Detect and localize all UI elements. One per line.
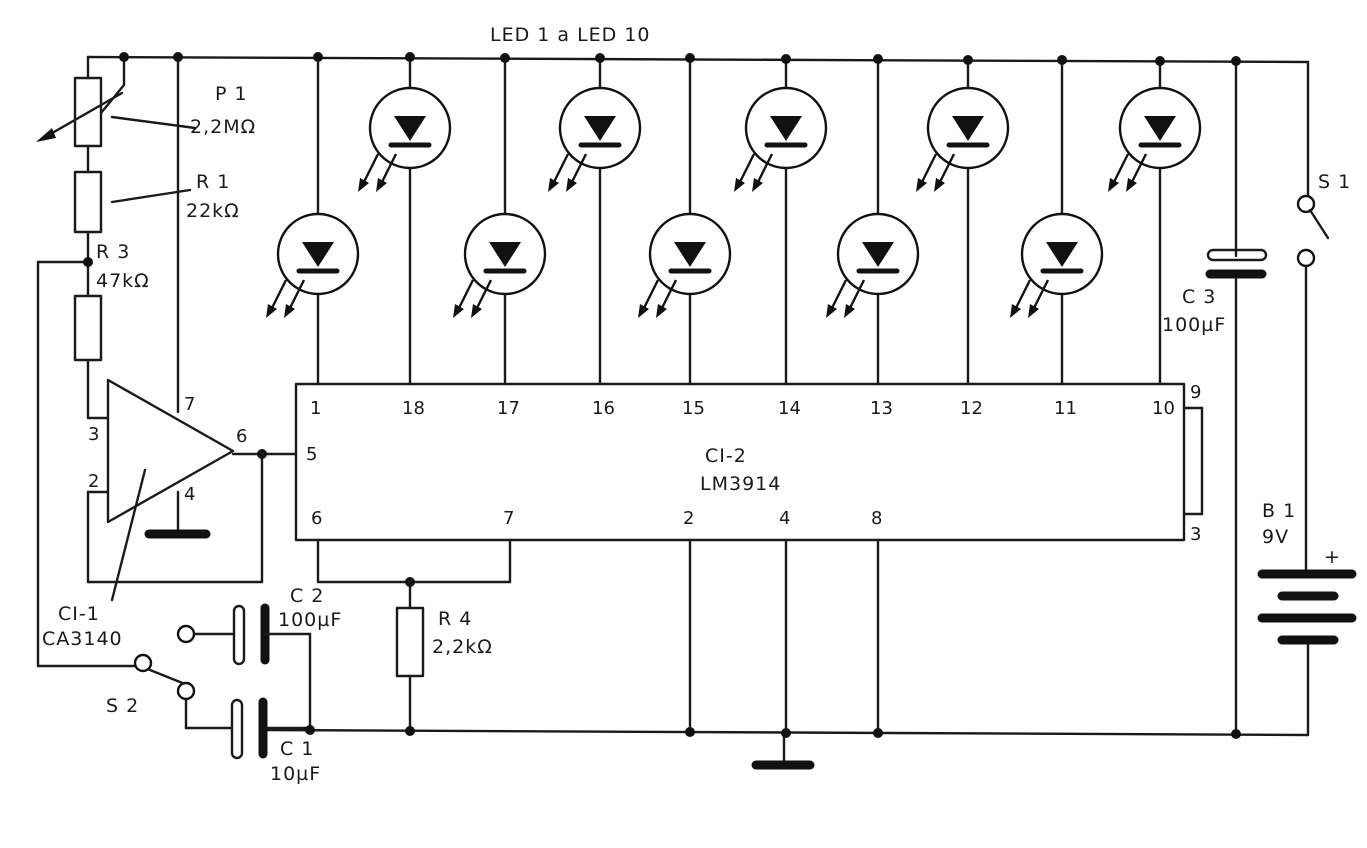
led-array (266, 86, 1202, 318)
ci2-pin-14: 14 (778, 398, 801, 419)
ci1-pin-6: 6 (236, 426, 247, 447)
ci1-pin-7: 7 (184, 394, 195, 415)
ci2-bottom-pins: 6 7 2 4 8 (311, 508, 882, 735)
ci2-pin-12: 12 (960, 398, 983, 419)
capacitor-c1 (230, 697, 312, 760)
ci2-pin-6: 6 (311, 508, 322, 529)
resistor-r3 (73, 260, 110, 420)
led-6 (734, 86, 828, 192)
feedback-wire (36, 260, 142, 668)
ci2-pin-11: 11 (1054, 398, 1077, 419)
junction-dot (595, 53, 605, 63)
r4-value: 2,2kΩ (432, 636, 493, 658)
led-8 (916, 86, 1010, 192)
c1-name: C 1 (280, 738, 314, 760)
junction-dot (305, 725, 315, 735)
junction-dot (873, 54, 883, 64)
junction-dot (405, 52, 415, 62)
led-4 (548, 86, 642, 192)
ci1-pin-3: 3 (88, 424, 99, 445)
switch-s2 (133, 653, 234, 730)
ci2-pin-10: 10 (1152, 398, 1175, 419)
c1-value: 10µF (270, 763, 321, 785)
junction-dot (1057, 55, 1067, 65)
battery-b1 (1257, 569, 1357, 737)
junction-dot (873, 728, 883, 738)
c3-name: C 3 (1182, 286, 1216, 308)
ci1-part: CA3140 (42, 628, 123, 650)
top-rail (86, 55, 1310, 64)
ci1-pin-2: 2 (88, 471, 99, 492)
p1-name: P 1 (215, 83, 248, 105)
b1-name: B 1 (1262, 500, 1296, 522)
led-7 (826, 212, 920, 318)
ci1-pin-4: 4 (184, 484, 195, 505)
junction-dot (781, 54, 791, 64)
ci2-pin-3: 3 (1190, 524, 1201, 545)
b1-value: 9V (1262, 526, 1289, 548)
led-1 (266, 212, 360, 318)
ci1-name: CI-1 (58, 603, 100, 625)
ci2-pin-15: 15 (682, 398, 705, 419)
r1-value: 22kΩ (186, 200, 240, 222)
ci2-pin-5: 5 (306, 444, 317, 465)
p1-value: 2,2MΩ (190, 116, 256, 138)
led-range-label: LED 1 a LED 10 (490, 24, 651, 46)
led-10 (1108, 86, 1202, 192)
junction-dot (313, 52, 323, 62)
ci2-pin-16: 16 (592, 398, 615, 419)
ci2-pin-8: 8 (871, 508, 882, 529)
junction-dot (1155, 56, 1165, 66)
ci2-pin-13: 13 (870, 398, 893, 419)
opamp-ci1 (86, 55, 298, 602)
led-5 (638, 212, 732, 318)
resistor-r1 (73, 170, 192, 264)
b1-polarity: + (1324, 546, 1341, 568)
s2-name: S 2 (106, 695, 139, 717)
ic-ci2-body (294, 382, 1204, 542)
junction-dot (405, 726, 415, 736)
ci2-pin-4: 4 (779, 508, 790, 529)
junction-dot (405, 577, 415, 587)
led-9 (1010, 212, 1104, 318)
r3-value: 47kΩ (96, 270, 150, 292)
ci2-pin-17: 17 (497, 398, 520, 419)
led-2 (358, 86, 452, 192)
junction-dot (173, 52, 183, 62)
r1-name: R 1 (196, 171, 230, 193)
junction-dot (781, 728, 791, 738)
c2-value: 100µF (278, 609, 342, 631)
ci2-pin-9: 9 (1190, 382, 1201, 403)
ci2-pin-2: 2 (683, 508, 694, 529)
ci2-part: LM3914 (700, 473, 781, 495)
junction-dot (1231, 729, 1241, 739)
switch-s1 (1296, 60, 1330, 574)
potentiometer-p1 (36, 55, 197, 174)
s1-name: S 1 (1318, 171, 1351, 193)
ground-symbol (751, 731, 815, 770)
junction-dot (83, 257, 93, 267)
ci2-pin-7: 7 (503, 508, 514, 529)
junction-dot (963, 55, 973, 65)
junction-dot (1231, 56, 1241, 66)
junction-dot (685, 727, 695, 737)
r3-name: R 3 (96, 241, 130, 263)
ci2-pin-1: 1 (310, 398, 321, 419)
junction-dot (119, 52, 129, 62)
c3-value: 100µF (1162, 314, 1226, 336)
r4-name: R 4 (438, 608, 472, 630)
ci2-pin-18: 18 (402, 398, 425, 419)
capacitor-c2 (176, 603, 312, 732)
junction-dots (83, 52, 1241, 739)
junction-dot (685, 53, 695, 63)
led-3 (453, 212, 547, 318)
capacitor-c3 (1205, 58, 1268, 735)
ci2-name: CI-2 (705, 445, 747, 467)
junction-dot (257, 449, 267, 459)
junction-dot (500, 53, 510, 63)
c2-name: C 2 (290, 585, 324, 607)
